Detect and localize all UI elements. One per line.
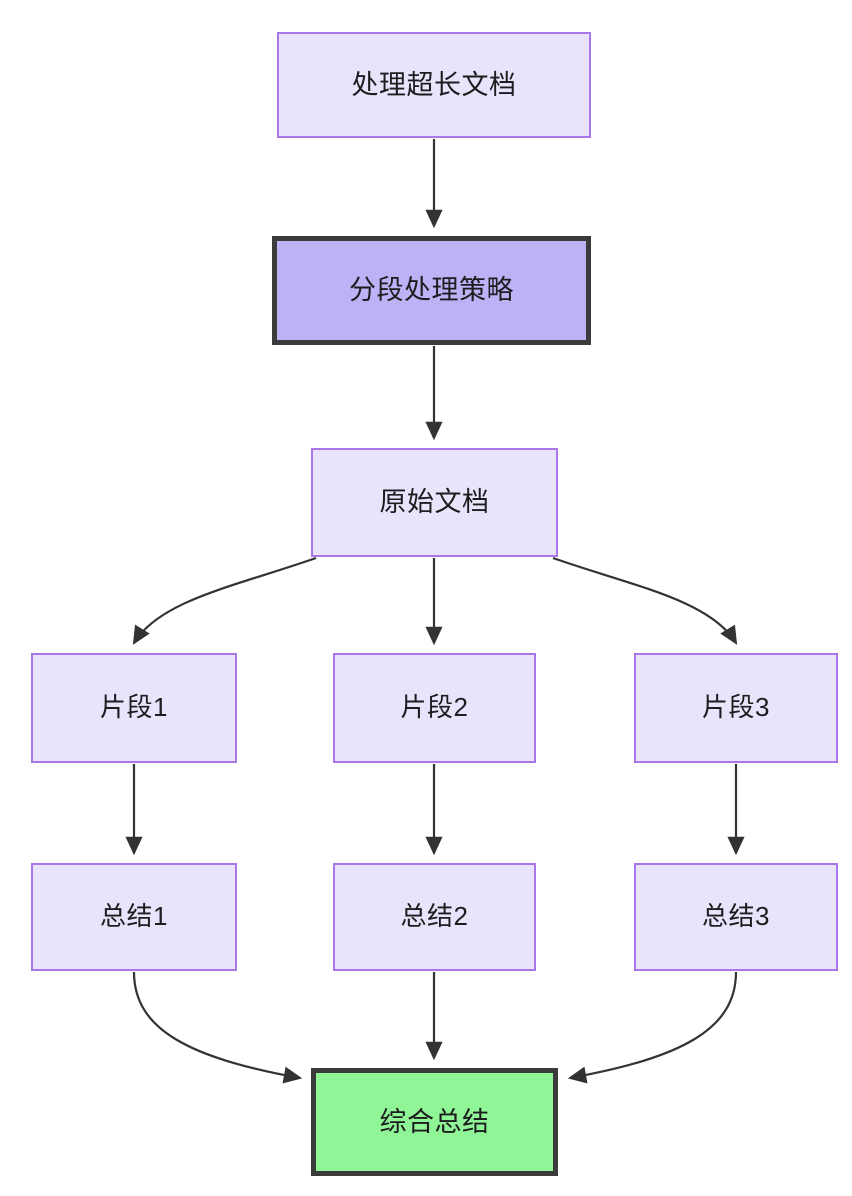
node-summary3-label: 总结3 <box>702 901 770 932</box>
node-source-doc[interactable]: 原始文档 <box>311 448 558 557</box>
edge-summary1-to-final-summary <box>132 971 303 1084</box>
node-chunk2[interactable]: 片段2 <box>333 653 536 763</box>
node-final-summary[interactable]: 综合总结 <box>311 1068 558 1176</box>
node-chunk1-label: 片段1 <box>100 692 168 723</box>
node-source-doc-label: 原始文档 <box>379 487 490 518</box>
node-final-summary-label: 综合总结 <box>379 1106 490 1137</box>
node-summary2-label: 总结2 <box>400 901 469 932</box>
node-summary1[interactable]: 总结1 <box>31 863 237 971</box>
edge-source-doc-to-chunk3 <box>552 556 738 645</box>
edge-source-doc-to-chunk1 <box>132 556 317 645</box>
node-strategy[interactable]: 分段处理策略 <box>272 236 591 345</box>
node-chunk3[interactable]: 片段3 <box>634 653 838 763</box>
node-summary1-label: 总结1 <box>100 901 168 932</box>
node-chunk3-label: 片段3 <box>702 692 770 723</box>
node-chunk1[interactable]: 片段1 <box>31 653 237 763</box>
node-doc-task[interactable]: 处理超长文档 <box>277 32 591 138</box>
node-summary3[interactable]: 总结3 <box>634 863 838 971</box>
edge-summary3-to-final-summary <box>567 971 738 1084</box>
node-chunk2-label: 片段2 <box>400 692 469 723</box>
node-doc-task-label: 处理超长文档 <box>351 69 517 100</box>
node-summary2[interactable]: 总结2 <box>333 863 536 971</box>
node-strategy-label: 分段处理策略 <box>349 275 514 306</box>
